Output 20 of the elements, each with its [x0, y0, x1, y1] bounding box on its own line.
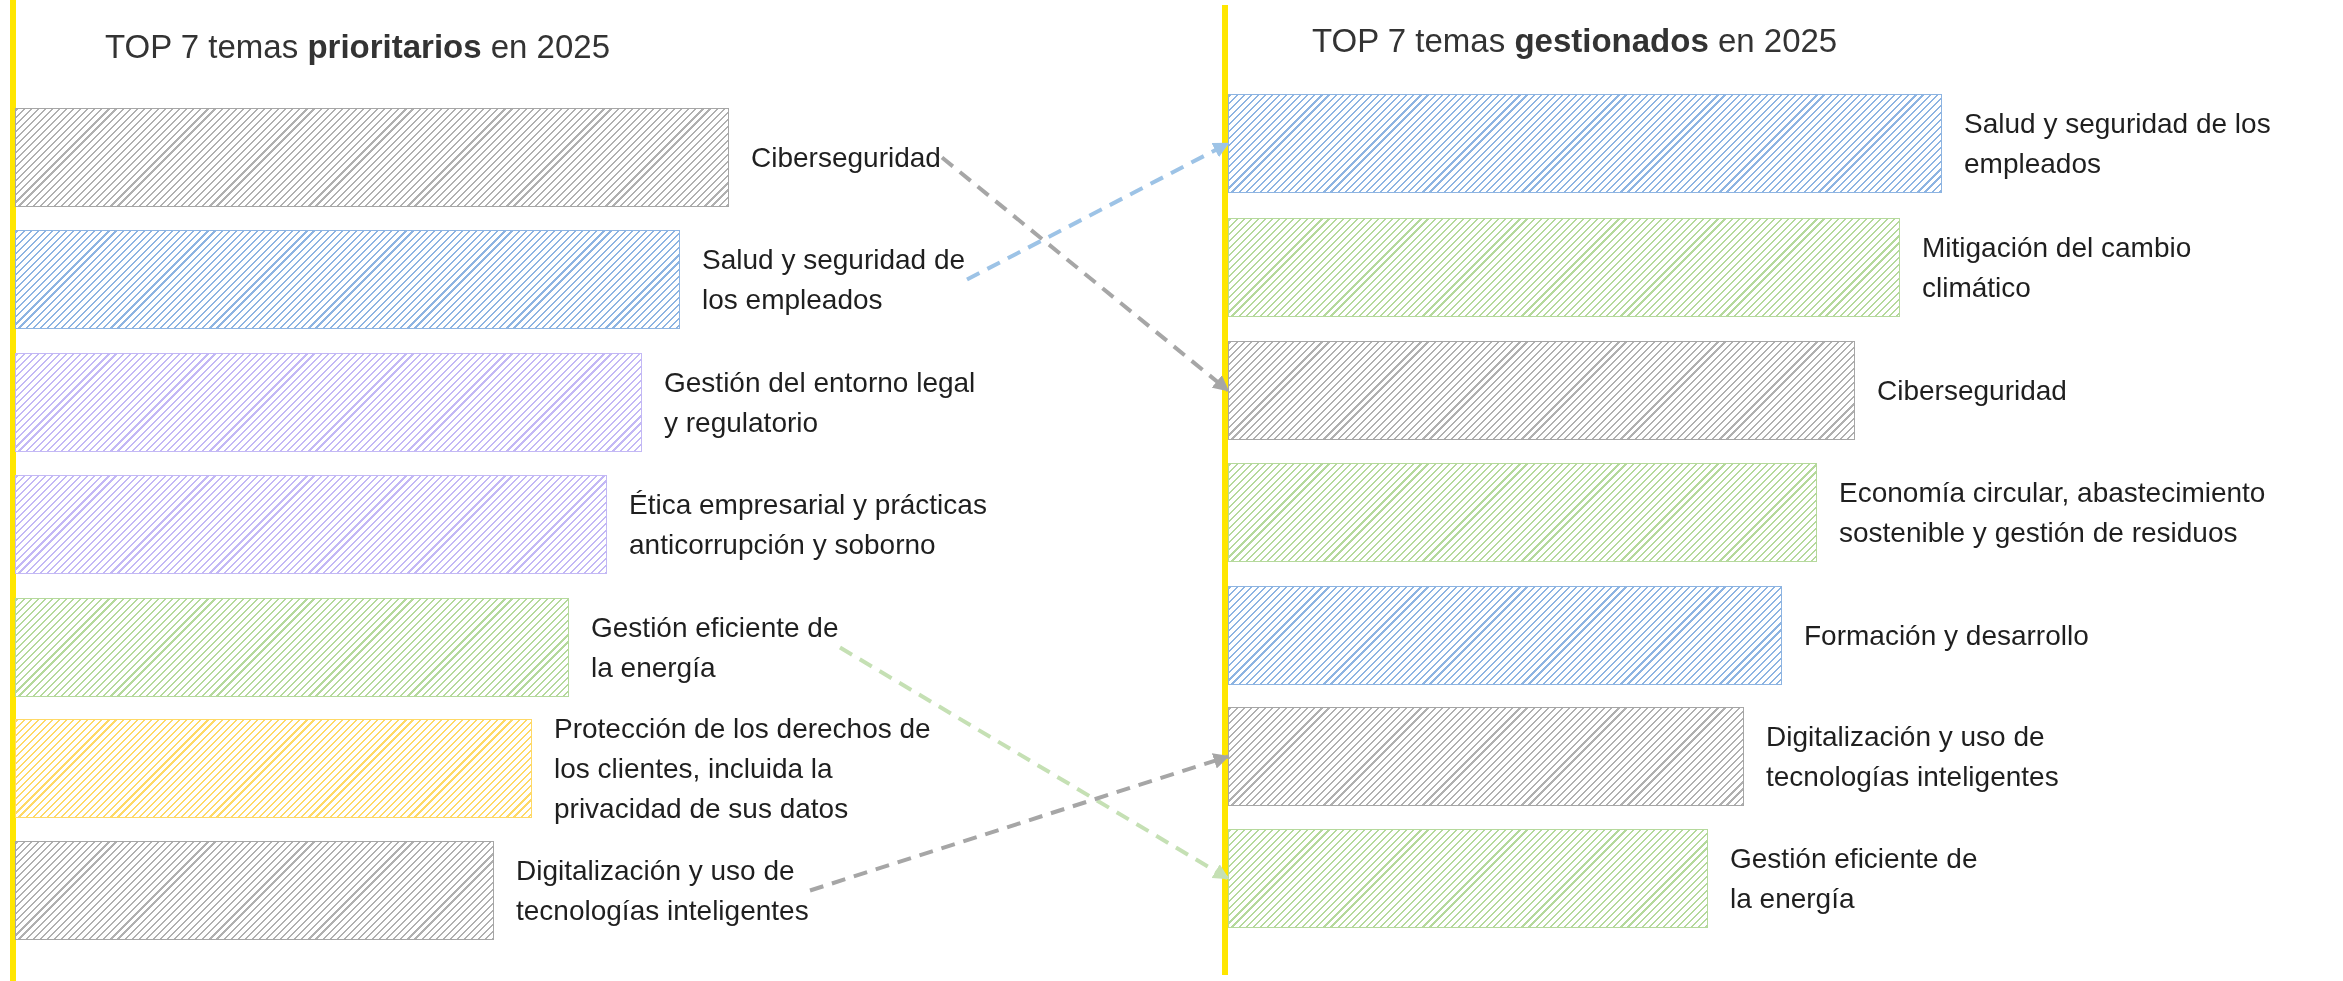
dashed-arrow — [940, 155, 1230, 393]
heading: TOP 7 temas prioritarios en 2025 — [105, 27, 611, 67]
dashed-arrow — [966, 141, 1230, 282]
heading: TOP 7 temas gestionados en 2025 — [1312, 21, 1838, 61]
bar-label: Salud y seguridad de los empleados — [702, 242, 967, 317]
bar-label: Ciberseguridad — [1877, 373, 2068, 408]
bar-label: Formación y desarrollo — [1804, 618, 2090, 653]
bar-label: Ética empresarial y prácticas anticorrupción y soborno — [629, 487, 988, 562]
bar-label: Gestión eficiente de la energía — [1730, 841, 1979, 916]
bar-label: Ciberseguridad — [751, 140, 942, 175]
bar-label: Gestión eficiente de la energía — [591, 610, 840, 685]
bar-label: Mitigación del cambio climático — [1922, 230, 2193, 305]
bar-label: Gestión del entorno legal y regulatorio — [664, 365, 977, 440]
bar-label: Protección de los derechos de los clientes, incluida la privacidad de sus datos — [554, 711, 932, 826]
dashed-arrow — [838, 645, 1230, 881]
dashed-arrow — [809, 753, 1230, 893]
bar-label: Salud y seguridad de los empleados — [1964, 106, 2272, 181]
bar-label: Digitalización y uso de tecnologías inteligentes — [1766, 719, 2060, 794]
bar-label: Digitalización y uso de tecnologías inteligentes — [516, 853, 810, 928]
bar-label: Economía circular, abastecimiento sostenible y gestión de residuos — [1839, 475, 2267, 550]
